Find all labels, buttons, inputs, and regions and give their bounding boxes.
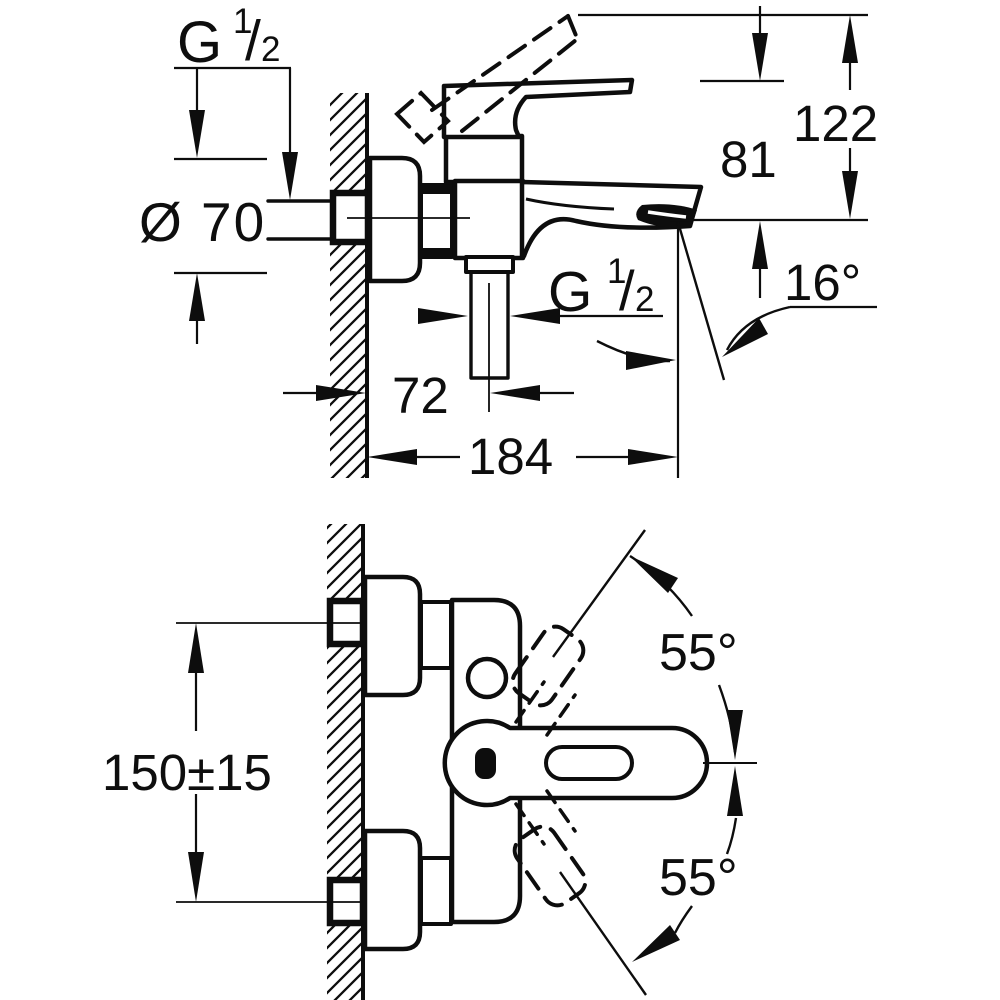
dim-swing-up-label: 55° (659, 624, 738, 682)
dim-flange-diameter: Ø 70 (139, 157, 267, 344)
dim-thread-top-label: G 1 / 2 (177, 2, 280, 75)
inlet-centerlines-front (176, 622, 362, 903)
lever-raised-dashed (394, 14, 579, 145)
cartridge-neck (443, 133, 525, 185)
dim-swing-down: 55° (559, 766, 743, 996)
lever-recess (544, 745, 634, 781)
union-nut (419, 183, 454, 259)
outlet-collar (464, 255, 515, 274)
inlet-pipe-stub (266, 199, 335, 241)
union-nut-band-bottom (421, 248, 452, 257)
dim-total-height: 122 (578, 13, 878, 219)
dim-swing-up: 55° (552, 529, 743, 760)
dim-spout-height-label: 81 (720, 131, 777, 188)
swing-down-line (559, 871, 647, 996)
screw-hole (465, 656, 509, 700)
escutcheon-flange-bottom (362, 828, 423, 952)
escutcheon-flange (367, 155, 423, 284)
mixer-body-side (452, 178, 526, 261)
front-view: 55° 55° 150±15 (102, 524, 757, 1000)
wall-hatch-front (327, 524, 363, 1000)
side-view: G 1 / 2 Ø 70 122 81 (139, 2, 878, 485)
aerator-slit (647, 210, 687, 219)
spout-inner-line (525, 197, 615, 211)
dim-spout-angle: 16° (596, 221, 877, 478)
union-nut-top (419, 600, 453, 670)
union-nut-bottom (419, 856, 453, 926)
dim-inlet-spacing: 150±15 (102, 623, 272, 902)
escutcheon-flange-top (362, 574, 423, 698)
dim-total-depth: 184 (367, 428, 678, 485)
dim-inlet-spacing-label: 150±15 (102, 744, 272, 801)
dim-outlet-offset-label: 72 (392, 367, 449, 424)
dim-total-depth-label: 184 (468, 428, 553, 485)
dim-flange-diameter-label: Ø 70 (139, 191, 266, 253)
lever-handle-side (441, 77, 635, 140)
dim-thread-top: G 1 / 2 (174, 2, 298, 200)
swing-up-line (552, 529, 646, 658)
wall-hatch (330, 93, 367, 478)
dim-total-height-label: 122 (793, 95, 878, 152)
dim-thread-bottom: G 1 / 2 (418, 252, 663, 324)
lever-hub-slot (475, 748, 496, 779)
union-nut-band-top (421, 185, 452, 194)
dim-swing-down-label: 55° (659, 849, 738, 907)
dim-spout-height: 81 (670, 6, 868, 298)
dim-outlet-offset: 72 (283, 367, 574, 424)
dim-thread-bottom-label: G 1 / 2 (548, 252, 654, 324)
lever-down-dashed (512, 789, 588, 908)
angle-reference-line (676, 221, 726, 381)
dim-spout-angle-label: 16° (784, 254, 861, 311)
